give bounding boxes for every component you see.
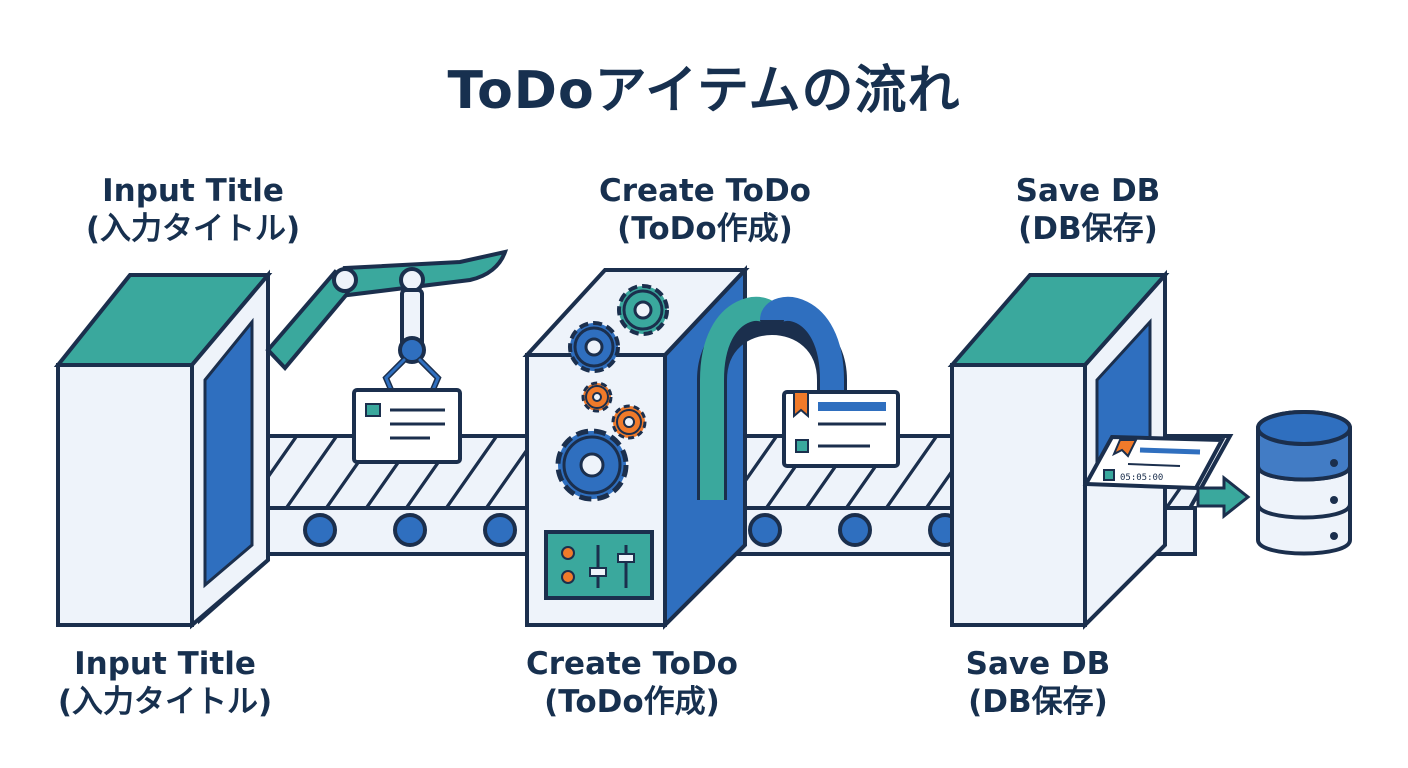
label-input-bottom-ja: (入力タイトル) bbox=[57, 684, 273, 720]
database-icon bbox=[1256, 410, 1352, 556]
input-machine bbox=[53, 269, 273, 630]
label-create-bottom: Create ToDo (ToDo作成) bbox=[452, 645, 812, 721]
label-input-top-en: Input Title bbox=[102, 173, 284, 209]
label-save-top-ja: (DB保存) bbox=[1018, 211, 1158, 247]
robot-arm bbox=[265, 249, 509, 395]
label-create-bottom-ja: (ToDo作成) bbox=[544, 684, 720, 720]
label-input-top: Input Title (入力タイトル) bbox=[13, 172, 373, 248]
diagram-title: ToDoアイテムの流れ bbox=[447, 61, 961, 121]
ribbon-loop bbox=[697, 296, 847, 500]
card-timestamp: 05:05:00 bbox=[1120, 473, 1163, 483]
label-create-bottom-en: Create ToDo bbox=[526, 646, 738, 682]
label-create-top-en: Create ToDo bbox=[599, 173, 811, 209]
label-create-top-ja: (ToDo作成) bbox=[617, 211, 793, 247]
label-save-bottom: Save DB (DB保存) bbox=[858, 645, 1218, 721]
label-create-top: Create ToDo (ToDo作成) bbox=[525, 172, 885, 248]
label-save-bottom-ja: (DB保存) bbox=[968, 684, 1108, 720]
label-input-bottom: Input Title (入力タイトル) bbox=[0, 645, 345, 721]
label-save-top-en: Save DB bbox=[1015, 173, 1161, 209]
label-save-top: Save DB (DB保存) bbox=[908, 172, 1268, 248]
label-input-top-ja: (入力タイトル) bbox=[85, 211, 301, 247]
label-input-bottom-en: Input Title bbox=[74, 646, 256, 682]
save-machine bbox=[947, 269, 1170, 630]
gear-icons bbox=[555, 284, 669, 502]
todo-card-input bbox=[352, 388, 462, 464]
arrow-to-database-icon bbox=[1196, 474, 1251, 520]
control-panel bbox=[544, 530, 654, 600]
todo-card-saved: 05:05:00 bbox=[1082, 434, 1226, 491]
todo-card-created bbox=[782, 390, 900, 468]
label-save-bottom-en: Save DB bbox=[965, 646, 1111, 682]
